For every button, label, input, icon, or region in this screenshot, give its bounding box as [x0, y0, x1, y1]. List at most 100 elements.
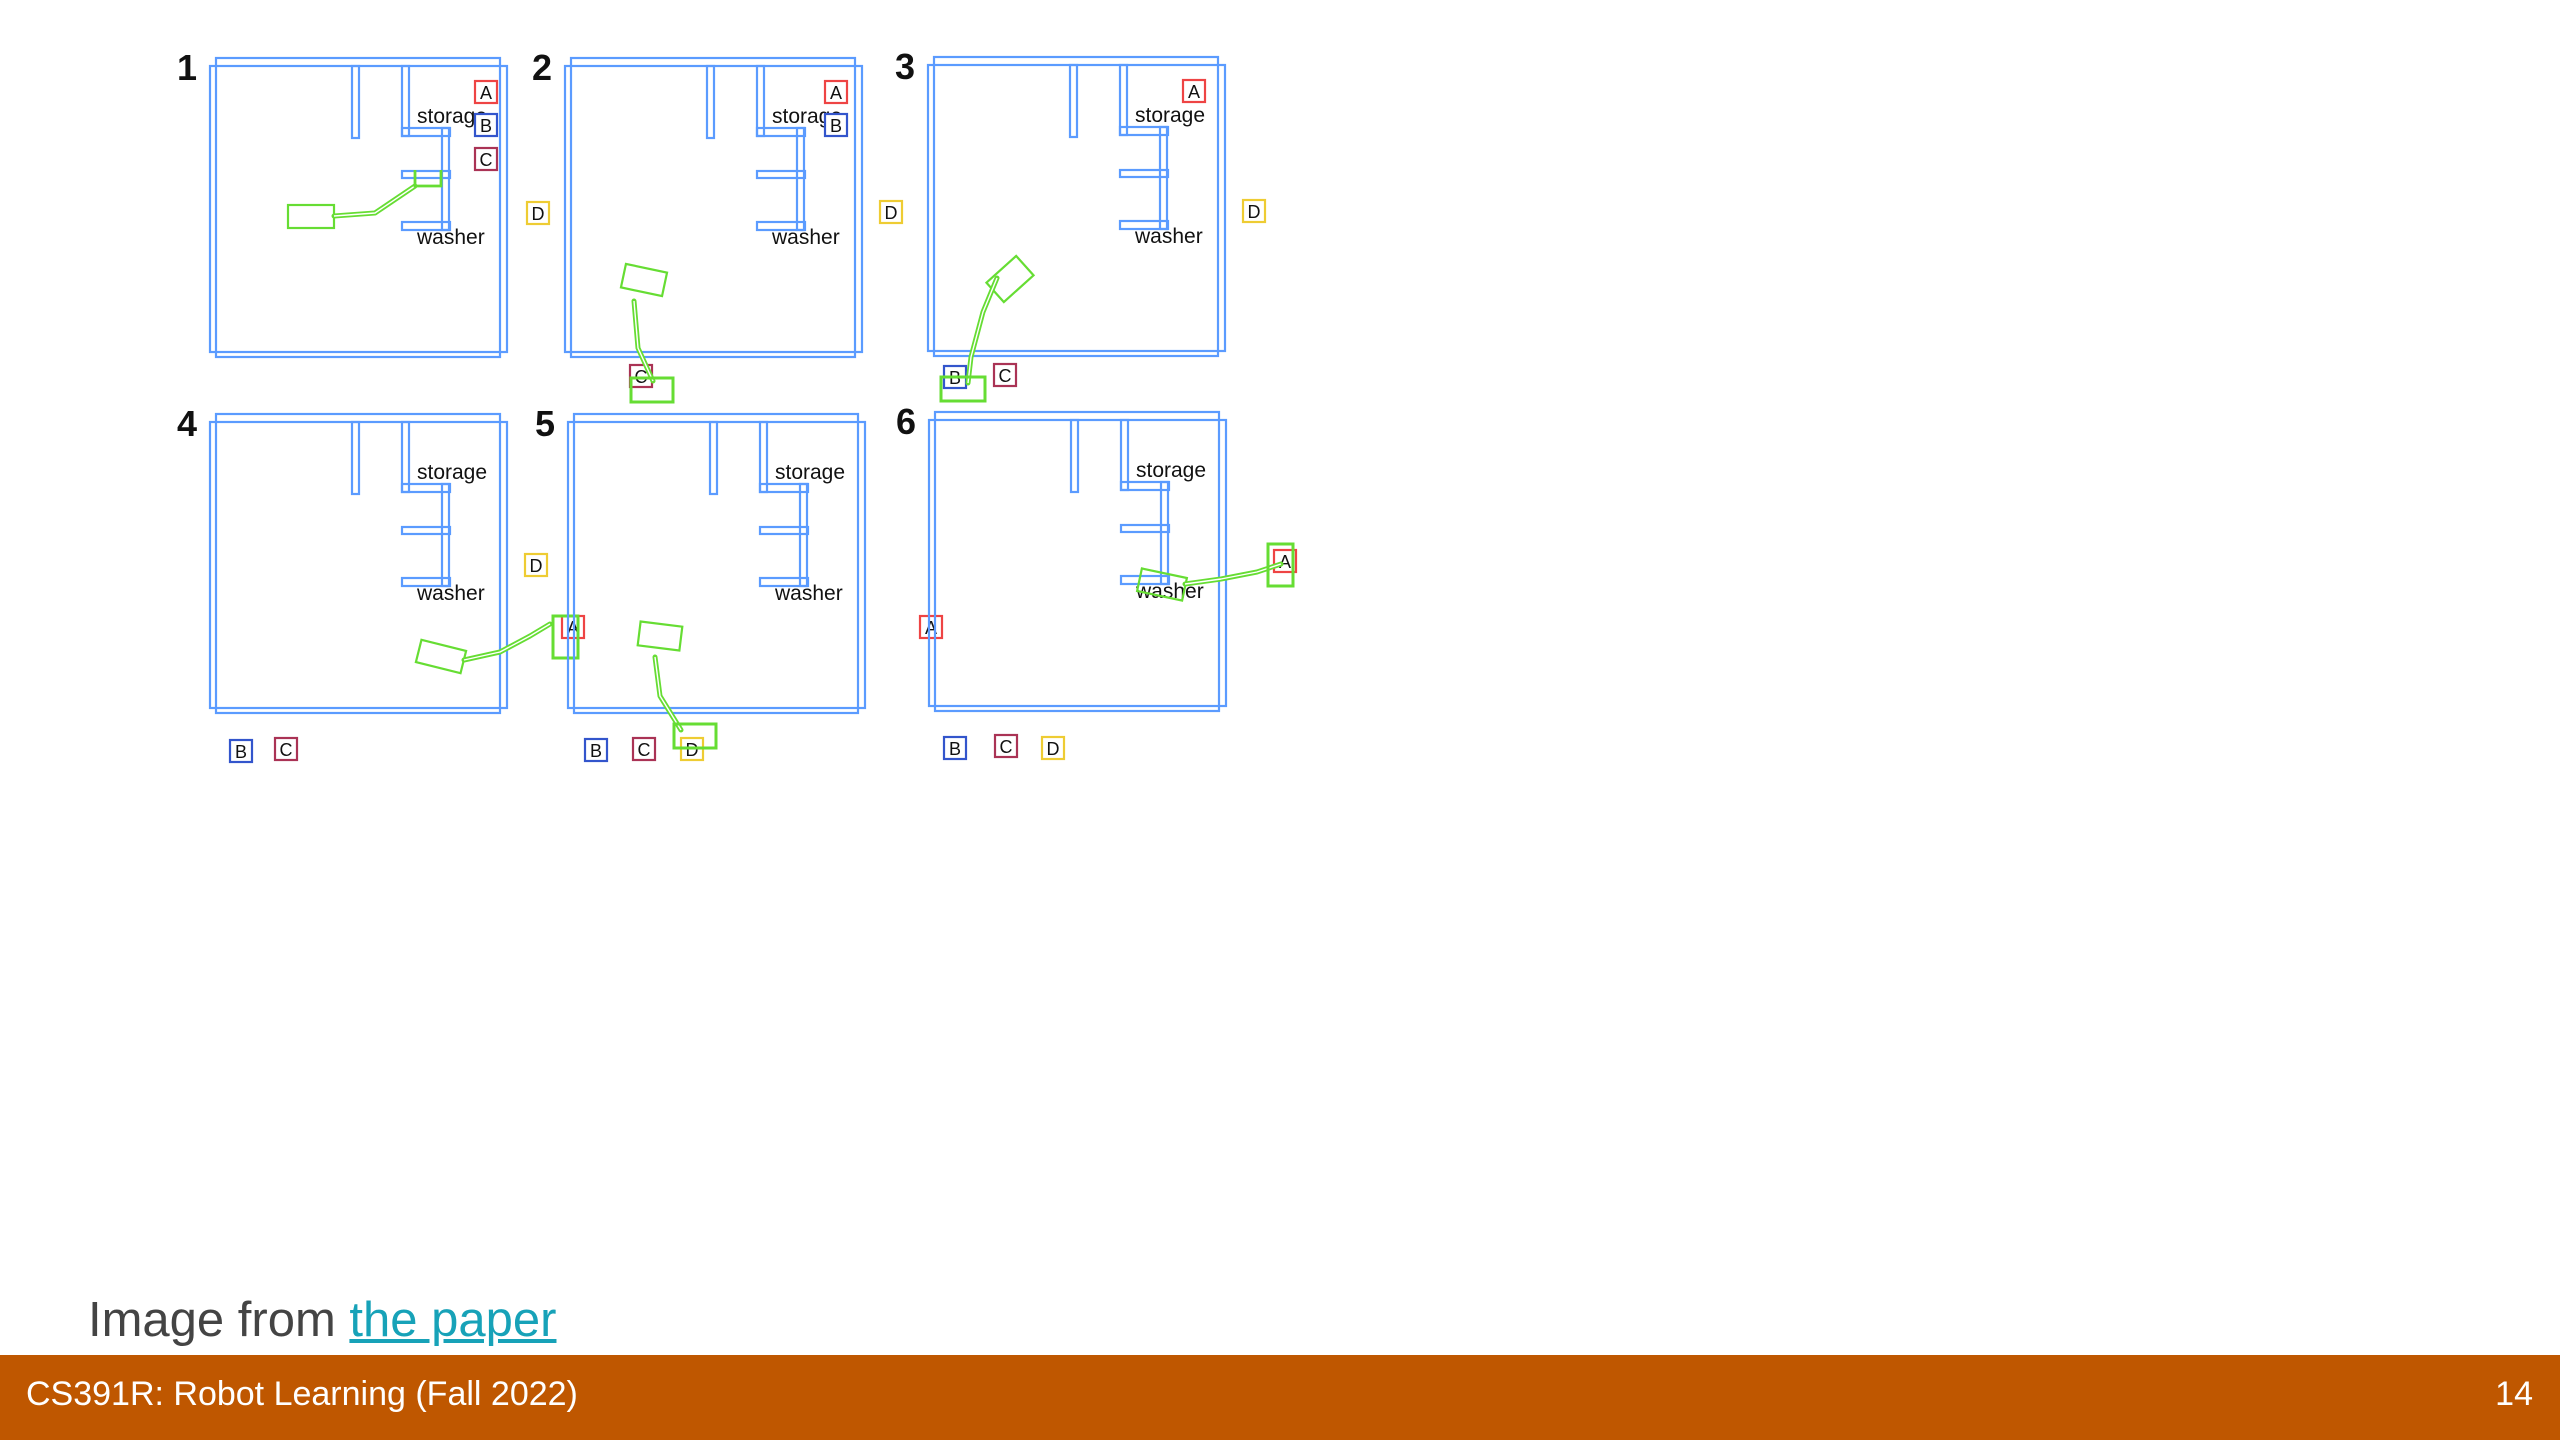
block-box: [473, 112, 499, 138]
robot-base: [619, 262, 669, 298]
robot-arm: [619, 262, 675, 404]
robot-arm: [286, 170, 443, 230]
panel-number: 6: [896, 401, 916, 442]
block-label: B: [235, 742, 247, 762]
robot-link: [965, 275, 1000, 386]
block-box: [473, 146, 499, 172]
divider-wall: [350, 420, 361, 496]
divider-wall: [705, 64, 716, 140]
washer-shelf: [1118, 219, 1170, 231]
block-box: [1181, 78, 1207, 104]
block-box: [1241, 198, 1267, 224]
caption-prefix: Image from: [88, 1293, 350, 1347]
middle-shelf: [1118, 168, 1170, 179]
robot-base: [414, 638, 468, 675]
robot-gripper: [1266, 542, 1295, 588]
panel-number: 5: [535, 403, 555, 444]
block-box: [823, 79, 849, 105]
middle-shelf: [755, 169, 807, 180]
panel-number: 4: [177, 403, 197, 444]
divider-wall: [1119, 418, 1130, 492]
block-d: D: [1241, 198, 1267, 224]
block-a: A: [1181, 78, 1207, 104]
block-box: [992, 362, 1018, 388]
footer-bar: CS391R: Robot Learning (Fall 2022) 14: [0, 1355, 2560, 1440]
robot-gripper: [629, 376, 675, 404]
block-label: B: [830, 116, 842, 136]
paper-link[interactable]: the paper: [349, 1293, 557, 1347]
block-label: C: [280, 740, 293, 760]
washer-label: washer: [1134, 225, 1203, 248]
block-label: D: [1248, 202, 1261, 222]
robot-gripper: [413, 170, 443, 188]
storage-label: storage: [417, 105, 487, 128]
block-box: [228, 738, 254, 764]
robot-link-core: [333, 185, 416, 217]
divider-wall: [758, 420, 769, 494]
block-label: A: [1279, 552, 1291, 572]
block-b: B: [473, 112, 499, 138]
block-b: B: [583, 737, 609, 763]
washer-shelf: [758, 576, 810, 588]
room-wall: [932, 55, 1220, 358]
planning-diagram: 1storagewasherABCD2storagewasherABDC3sto…: [177, 46, 1298, 764]
storage-label: storage: [1136, 459, 1206, 482]
block-box: [523, 552, 549, 578]
divider-wall: [400, 64, 411, 138]
robot-link-core: [633, 300, 654, 382]
middle-shelf: [400, 169, 452, 180]
robot-gripper: [672, 722, 718, 750]
block-label: A: [480, 83, 492, 103]
block-label: D: [532, 204, 545, 224]
block-box: [525, 200, 551, 226]
block-box: [942, 735, 968, 761]
washer-shelf: [1119, 574, 1171, 586]
block-box: [473, 79, 499, 105]
middle-shelf: [400, 525, 452, 536]
washer-shelf: [400, 576, 452, 588]
panel-number: 3: [895, 46, 915, 87]
middle-shelf: [1119, 523, 1171, 534]
washer-shelf: [400, 220, 452, 232]
washer-label: washer: [771, 226, 840, 249]
block-label: A: [830, 83, 842, 103]
robot-link-core: [463, 623, 551, 661]
block-label: B: [590, 741, 602, 761]
storage-label: storage: [417, 461, 487, 484]
panel-number: 2: [532, 47, 552, 88]
robot-link: [331, 183, 418, 219]
block-box: [993, 733, 1019, 759]
robot-link-core: [967, 277, 998, 384]
robot-base: [1135, 567, 1189, 602]
block-box: [823, 112, 849, 138]
middle-shelf: [758, 525, 810, 536]
block-label: D: [530, 556, 543, 576]
block-c: C: [992, 362, 1018, 388]
washer-shelf: [755, 220, 807, 232]
block-label: C: [480, 150, 493, 170]
room-wall: [572, 412, 860, 715]
panel-number: 1: [177, 47, 197, 88]
divider-wall: [708, 420, 719, 496]
robot-arm: [636, 620, 718, 750]
block-b: B: [823, 112, 849, 138]
divider-wall: [755, 64, 766, 138]
block-box: [273, 736, 299, 762]
divider-wall: [400, 420, 411, 494]
room-wall: [214, 56, 502, 359]
block-box: [918, 614, 944, 640]
block-label: D: [885, 203, 898, 223]
block-label: B: [480, 116, 492, 136]
robot-link: [652, 654, 684, 733]
block-label: C: [638, 740, 651, 760]
block-d: D: [1040, 735, 1066, 761]
block-c: C: [473, 146, 499, 172]
block-box: [878, 199, 904, 225]
room-wall: [214, 412, 502, 715]
block-box: [1040, 735, 1066, 761]
